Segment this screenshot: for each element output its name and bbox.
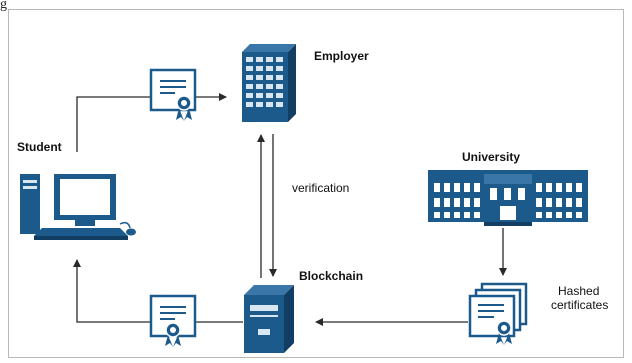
certificate-icon xyxy=(149,68,197,121)
certificate-icon xyxy=(149,294,197,347)
hashed-label-line1: Hashed xyxy=(558,284,600,298)
corner-mark: g xyxy=(0,0,7,12)
employer-label: Employer xyxy=(314,49,369,63)
verification-label: verification xyxy=(292,181,350,195)
office-building-icon xyxy=(242,44,296,122)
university-label: University xyxy=(462,150,521,164)
student-label: Student xyxy=(17,140,62,154)
desktop-computer-icon xyxy=(20,174,136,240)
blockchain-label: Blockchain xyxy=(299,269,364,283)
certificate-stack-icon xyxy=(468,282,528,345)
university-building-icon xyxy=(428,170,588,226)
hashed-label-line2: certificates xyxy=(551,298,609,312)
server-icon xyxy=(244,285,294,353)
